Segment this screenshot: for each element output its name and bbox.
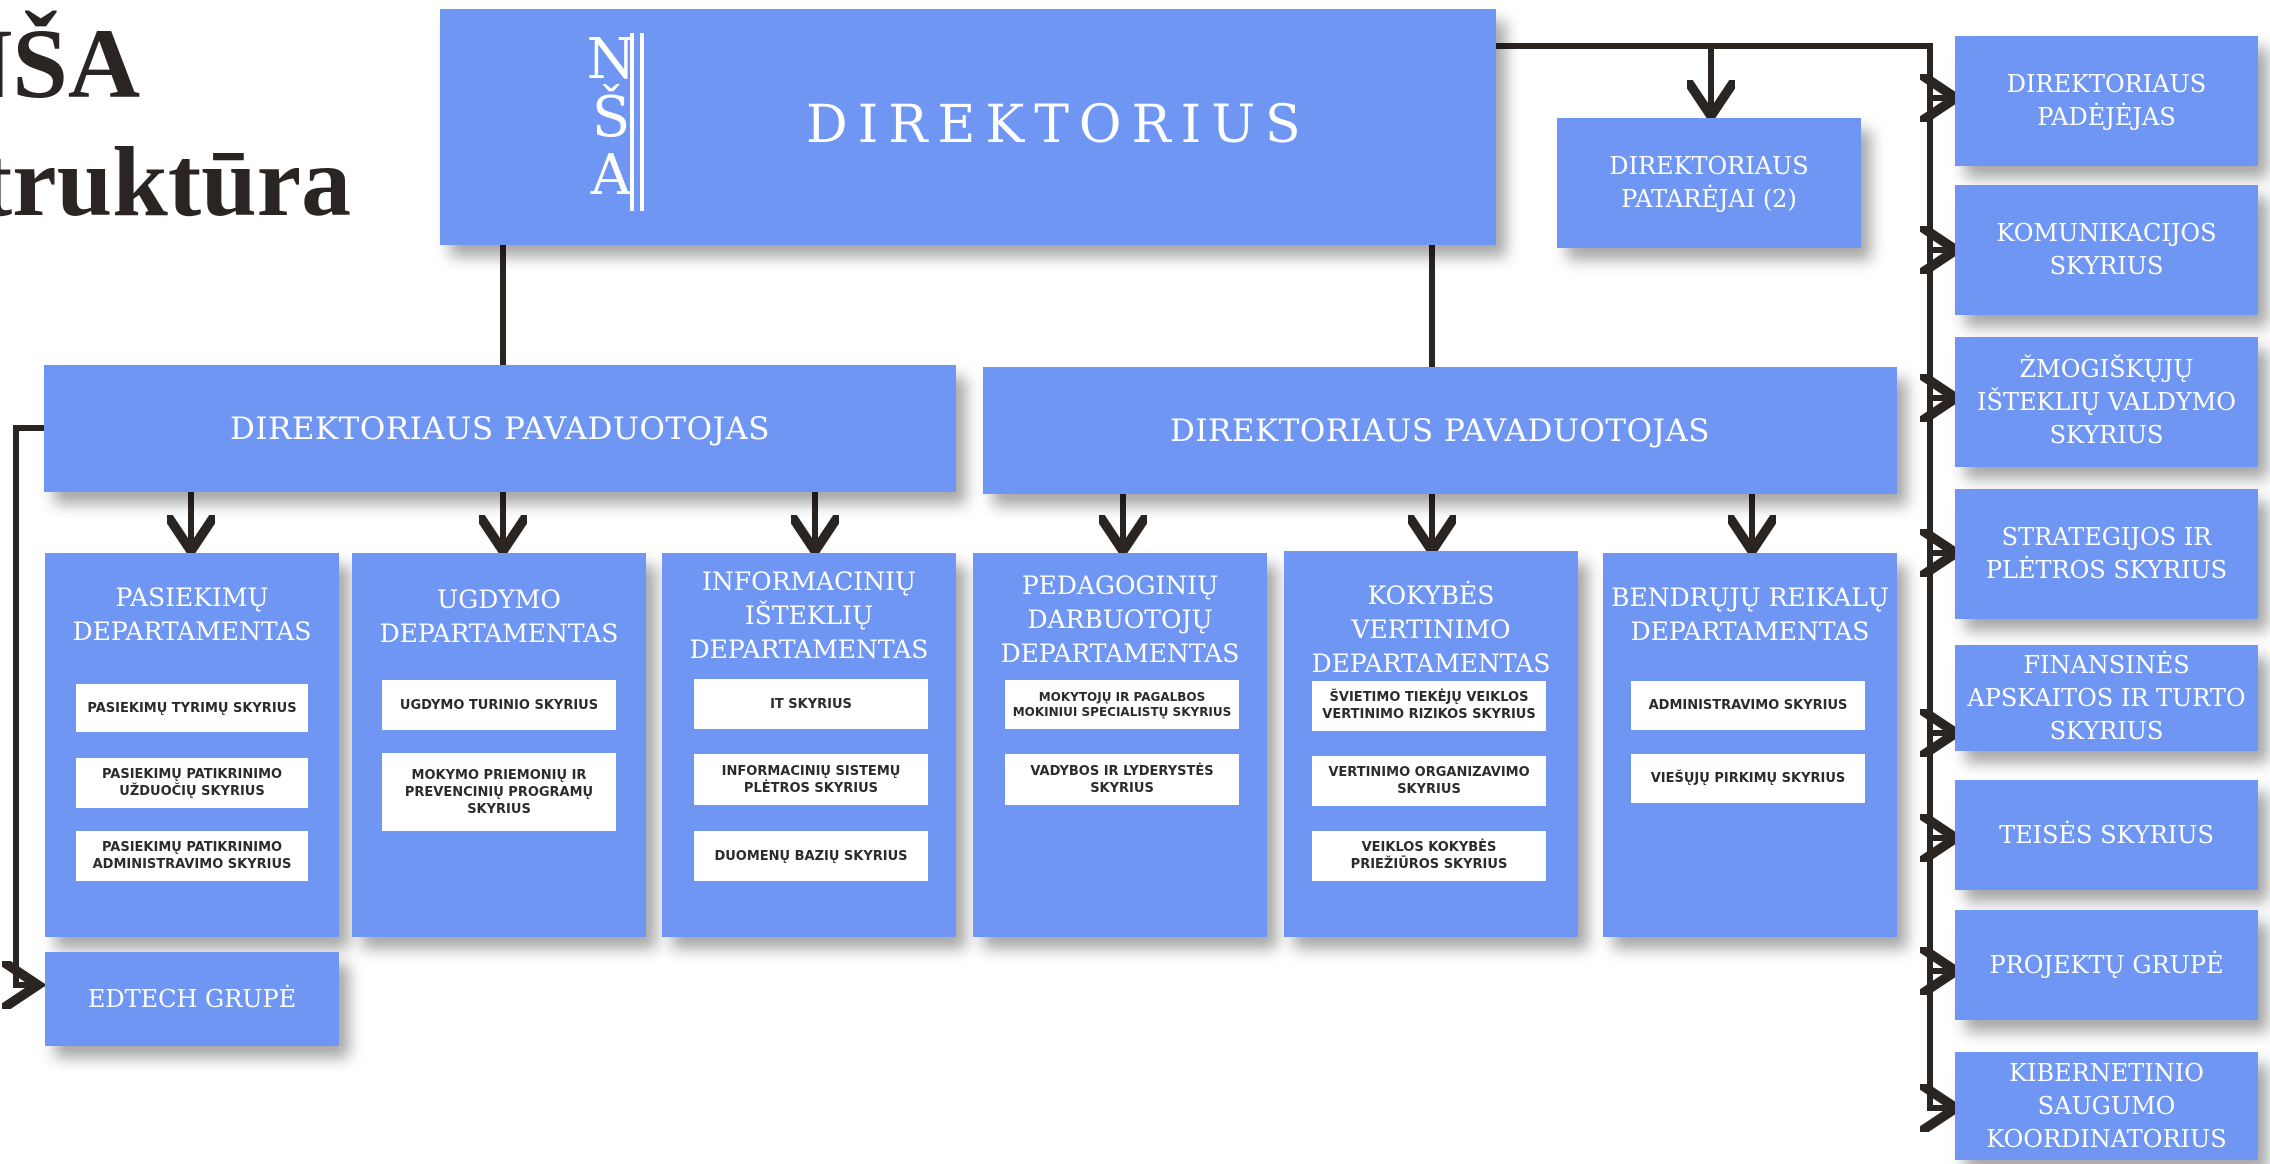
unit-box: PASIEKIMŲ TYRIMŲ SKYRIUS [76, 684, 308, 732]
department-title: INFORMACINIŲ IŠTEKLIŲ DEPARTAMENTAS [689, 567, 929, 664]
side-unit-3: ŽMOGIŠKŲJŲ IŠTEKLIŲ VALDYMO SKYRIUS [1955, 337, 2258, 467]
unit-box: VADYBOS IR LYDERYSTĖS SKYRIUS [1005, 754, 1239, 805]
department-title: PEDAGOGINIŲ DARBUOTOJŲ DEPARTAMENTAS [1000, 571, 1240, 668]
side-unit-8: KIBERNETINIO SAUGUMO KOORDINATORIUS [1955, 1052, 2258, 1160]
department-title: UGDYMO DEPARTAMENTAS [379, 585, 619, 648]
side-unit-6: TEISĖS SKYRIUS [1955, 780, 2258, 890]
side-unit-7: PROJEKTŲ GRUPĖ [1955, 910, 2258, 1020]
logo-letter-a: A [590, 143, 632, 208]
side-unit-5: FINANSINĖS APSKAITOS IR TURTO SKYRIUS [1955, 645, 2258, 751]
page-title-line1: NŠA [0, 8, 141, 119]
department-informaciniu: INFORMACINIŲ IŠTEKLIŲ DEPARTAMENTAS IT S… [662, 553, 956, 937]
department-bendruju: BENDRŲJŲ REIKALŲ DEPARTAMENTAS ADMINISTR… [1603, 553, 1897, 937]
unit-box: PASIEKIMŲ PATIKRINIMO UŽDUOČIŲ SKYRIUS [76, 758, 308, 808]
director-box: N Š A DIREKTORIUS [440, 9, 1496, 245]
unit-box: VERTINIMO ORGANIZAVIMO SKYRIUS [1312, 756, 1546, 806]
edtech-box: EDTECH GRUPĖ [45, 952, 339, 1046]
department-title: KOKYBĖS VERTINIMO DEPARTAMENTAS [1311, 581, 1551, 678]
side-unit-2: KOMUNIKACIJOS SKYRIUS [1955, 185, 2258, 315]
unit-box: VEIKLOS KOKYBĖS PRIEŽIŪROS SKYRIUS [1312, 831, 1546, 881]
logo-letter-s: Š [591, 85, 631, 150]
deputy-box-1: DIREKTORIAUS PAVADUOTOJAS [44, 365, 956, 492]
department-title: PASIEKIMŲ DEPARTAMENTAS [72, 583, 312, 646]
unit-box: DUOMENŲ BAZIŲ SKYRIUS [694, 831, 928, 881]
side-unit-1: DIREKTORIAUS PADĖJĖJAS [1955, 36, 2258, 166]
unit-box: IT SKYRIUS [694, 679, 928, 729]
deputy-box-2: DIREKTORIAUS PAVADUOTOJAS [983, 367, 1897, 494]
department-title: BENDRŲJŲ REIKALŲ DEPARTAMENTAS [1611, 583, 1889, 646]
department-pasiekimu: PASIEKIMŲ DEPARTAMENTAS PASIEKIMŲ TYRIMŲ… [45, 553, 339, 937]
unit-box: INFORMACINIŲ SISTEMŲ PLĖTROS SKYRIUS [694, 754, 928, 805]
unit-box: VIEŠŲJŲ PIRKIMŲ SKYRIUS [1631, 754, 1865, 803]
director-label: DIREKTORIUS [806, 95, 1311, 155]
page-title-line2: struktūra [0, 126, 352, 237]
logo-bars [630, 33, 644, 211]
unit-box: MOKYMO PRIEMONIŲ IR PREVENCINIŲ PROGRAMŲ… [382, 753, 616, 831]
unit-box: UGDYMO TURINIO SKYRIUS [382, 680, 616, 730]
unit-box: ADMINISTRAVIMO SKYRIUS [1631, 681, 1865, 730]
department-pedagoginiu: PEDAGOGINIŲ DARBUOTOJŲ DEPARTAMENTAS MOK… [973, 553, 1267, 937]
department-ugdymo: UGDYMO DEPARTAMENTAS UGDYMO TURINIO SKYR… [352, 553, 646, 937]
unit-box: ŠVIETIMO TIEKĖJŲ VEIKLOS VERTINIMO RIZIK… [1312, 681, 1546, 731]
advisors-box: DIREKTORIAUS PATARĖJAI (2) [1557, 118, 1861, 248]
connector-edtech [16, 425, 47, 985]
department-kokybes: KOKYBĖS VERTINIMO DEPARTAMENTAS ŠVIETIMO… [1284, 551, 1578, 937]
logo-letter-n: N [586, 27, 636, 92]
nsa-logo: N Š A [576, 31, 646, 205]
side-unit-4: STRATEGIJOS IR PLĖTROS SKYRIUS [1955, 489, 2258, 619]
unit-box: PASIEKIMŲ PATIKRINIMO ADMINISTRAVIMO SKY… [76, 831, 308, 881]
unit-box: MOKYTOJŲ IR PAGALBOS MOKINIUI SPECIALIST… [1005, 680, 1239, 729]
